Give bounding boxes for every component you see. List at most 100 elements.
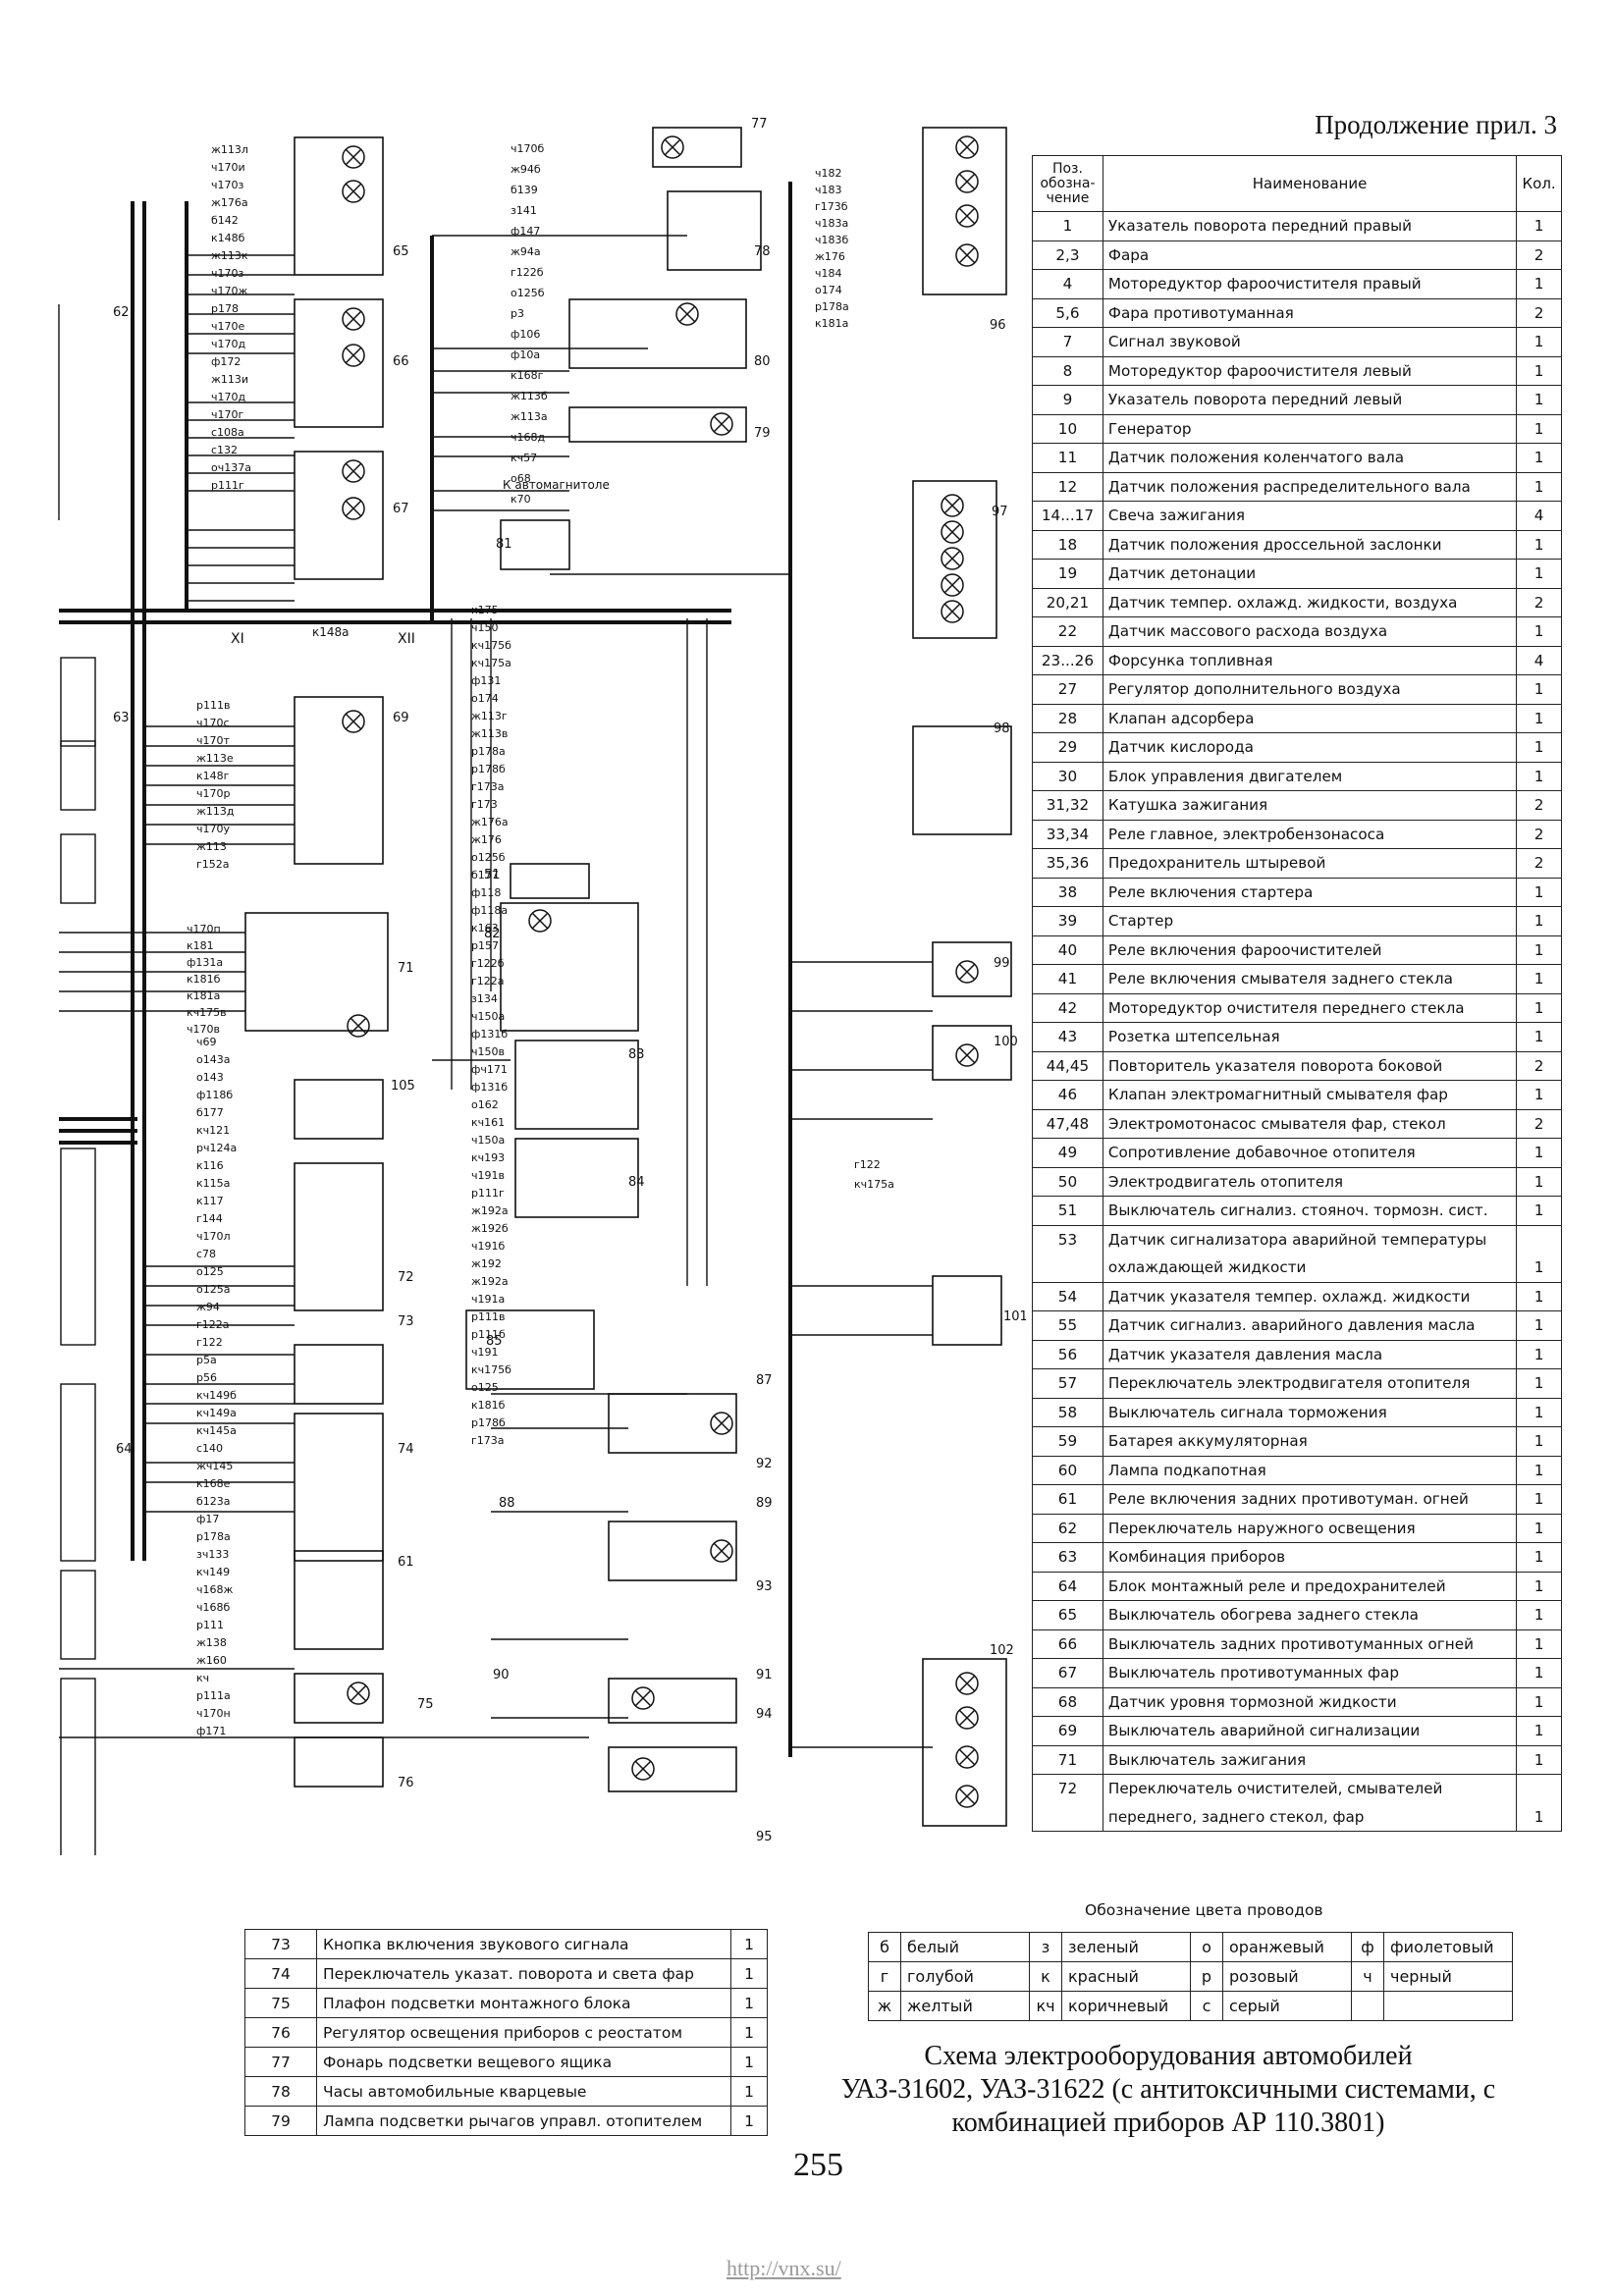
ref-91: 91 (756, 1668, 773, 1682)
wire-label: к148г (196, 770, 230, 782)
wire-label: г144 (196, 1212, 223, 1225)
wire-label: з134 (471, 992, 498, 1005)
ref-67: 67 (393, 502, 409, 516)
heater-101-box (932, 1275, 1002, 1346)
wire-label: о125б (471, 851, 506, 864)
wire-label: кч57 (511, 452, 537, 464)
wire-label: р157 (471, 939, 499, 952)
cell-pos: 62 (1032, 1513, 1103, 1543)
cell-pos: 41 (1032, 964, 1103, 994)
wire-label: г122а (471, 975, 505, 988)
cell-pos: 30 (1032, 761, 1103, 791)
wire-label: ф131б (471, 1081, 508, 1094)
cell-pos: 35,36 (1032, 848, 1103, 879)
wire-label: к168г (511, 369, 544, 382)
cell-pos: 63 (1032, 1542, 1103, 1573)
cell-name: Датчик массового расхода воздуха (1102, 616, 1518, 647)
cell-pos: 66 (1032, 1629, 1103, 1659)
wire-label: р5а (196, 1354, 217, 1366)
cell-pos: 69 (1032, 1716, 1103, 1746)
cell-name: Выключатель аварийной сигнализации (1102, 1716, 1518, 1746)
cell-qty: 1 (1516, 1196, 1562, 1226)
switch-67-box (294, 451, 384, 580)
cell-name: Сопротивление добавочное отопителя (1102, 1138, 1518, 1168)
cell-pos: 65 (1032, 1600, 1103, 1630)
lamp-icon (941, 547, 964, 570)
wire-label: ж113 (196, 840, 227, 853)
cell-name: Стартер (1102, 906, 1518, 936)
cell-pos: 8 (1032, 355, 1103, 386)
wire-label: кч121 (196, 1124, 230, 1137)
cell-name: Клапан электромагнитный смывателя фар (1102, 1080, 1518, 1110)
wire-label: ч170у (196, 823, 230, 835)
wire-label: ч170г (211, 408, 243, 421)
cell-pos: 5,6 (1032, 297, 1103, 328)
ref-71: 71 (398, 961, 414, 976)
lamp-icon (631, 1686, 655, 1710)
wire-label: ж176а (211, 196, 248, 209)
wire-label: о162 (471, 1098, 499, 1111)
cell-pos: 72 (1032, 1774, 1103, 1803)
ref-80: 80 (754, 354, 771, 369)
cell-name: охлаждающей жидкости (1102, 1254, 1518, 1283)
switch-72-box (294, 1162, 384, 1311)
wire-label: оч137а (211, 461, 251, 474)
cell-qty: 1 (1516, 1339, 1562, 1369)
wire-label: р178б (471, 1416, 506, 1429)
color-code: з (1029, 1932, 1062, 1962)
lamp-cluster-97-box (912, 480, 997, 639)
cell-name: Кнопка включения звукового сигнала (316, 1929, 731, 1959)
left-panels (58, 304, 96, 1855)
ref-62: 62 (113, 305, 130, 320)
watermark-link[interactable]: http://vnx.su/ (726, 2256, 841, 2280)
cell-pos: 76 (244, 2017, 317, 2048)
wire-label: ч170з (211, 179, 243, 191)
color-name: желтый (900, 1991, 1030, 2021)
wire-label: ф131 (471, 674, 501, 687)
wire-label: ч150 (471, 621, 499, 634)
cell-qty: 1 (1516, 964, 1562, 994)
ref-51: 51 (484, 868, 501, 882)
cell-qty: 1 (1516, 269, 1562, 299)
cell-pos: 4 (1032, 269, 1103, 299)
lamp-icon (710, 1539, 733, 1563)
cell-name: Моторедуктор фароочистителя левый (1102, 355, 1518, 386)
wire-label: с140 (196, 1442, 223, 1455)
caption-line-3: комбинацией приборов АР 110.3801) (951, 2108, 1385, 2138)
cell-qty: 2 (1516, 587, 1562, 617)
lamp-icon (955, 243, 979, 267)
cell-qty: 2 (1516, 848, 1562, 879)
color-name: серый (1222, 1991, 1352, 2021)
wire-label: кч145а (196, 1424, 237, 1437)
cell-pos: 71 (1032, 1744, 1103, 1775)
wire-label: ж192б (471, 1222, 509, 1235)
cell-name: Датчик детонации (1102, 559, 1518, 589)
wire-label: р111в (471, 1310, 505, 1323)
cell-qty: 2 (1516, 1108, 1562, 1139)
cell-name: Генератор (1102, 413, 1518, 444)
ref-94: 94 (756, 1707, 773, 1722)
cell-pos: 54 (1032, 1281, 1103, 1311)
wire-label: ч150а (471, 1010, 505, 1023)
lamp-icon (342, 307, 365, 331)
wire-label: с78 (196, 1248, 216, 1260)
page-number: 255 (793, 2147, 843, 2183)
ref-72: 72 (398, 1270, 414, 1285)
cell-qty: 1 (1516, 1080, 1562, 1110)
components-table-header: Поз. обозна- чение Наименование Кол. (1032, 155, 1562, 212)
wire-label: зч133 (196, 1548, 229, 1561)
cell-qty: 1 (1516, 327, 1562, 357)
lamp-icon (941, 600, 964, 623)
cell-name: Моторедуктор фароочистителя правый (1102, 269, 1518, 299)
